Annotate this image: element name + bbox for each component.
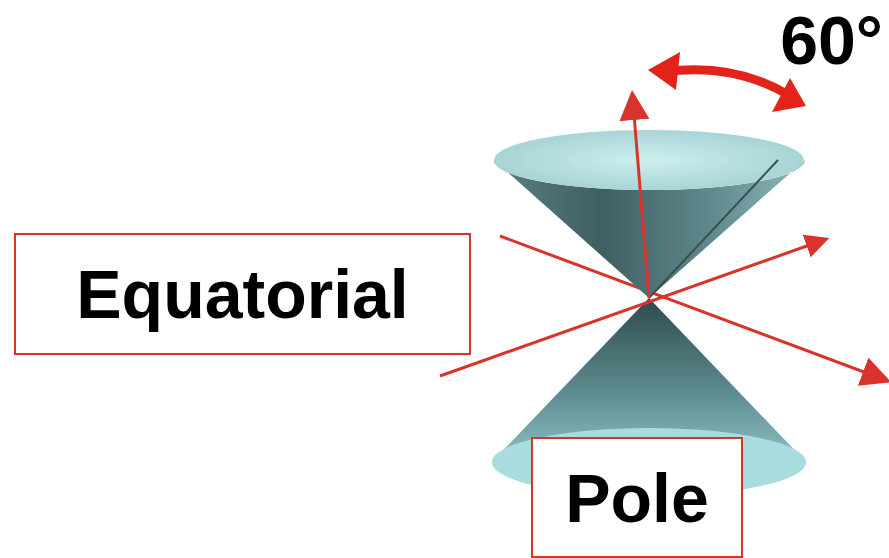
angle-arrowhead	[648, 52, 680, 90]
angle-arc	[662, 70, 790, 96]
angle-arrowhead	[772, 78, 806, 112]
pole-box: Pole	[531, 437, 743, 558]
node-label: Equatorial	[76, 260, 409, 328]
axis-z	[633, 102, 649, 298]
node-label: Pole	[565, 464, 709, 532]
cone-generator-line	[649, 160, 778, 298]
equatorial-box: Equatorial	[14, 233, 471, 355]
angle-label: 60°	[780, 6, 883, 74]
